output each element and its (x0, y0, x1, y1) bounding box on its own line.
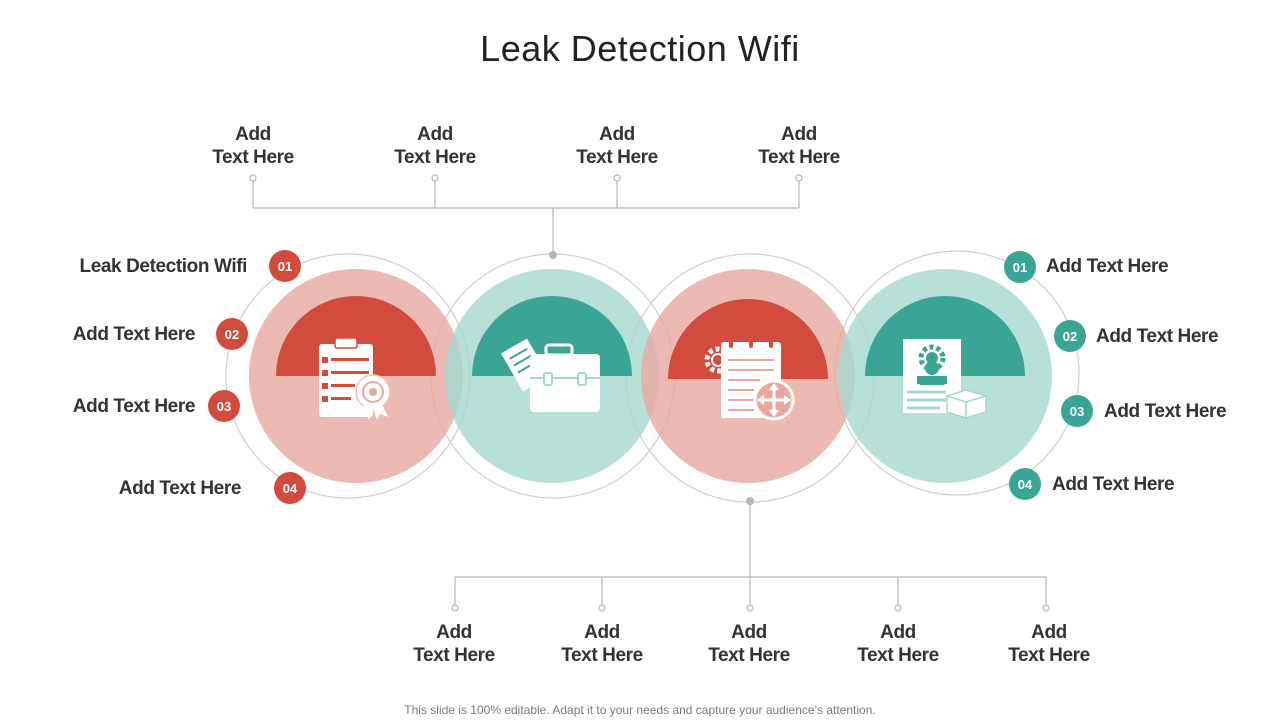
bottom-label-4-line1: Add (880, 622, 916, 643)
left-item-3-text: Add Text Here (72, 396, 196, 417)
top-label-4-line2: Text Here (758, 147, 840, 168)
right-item-4-badge: 04 (1009, 468, 1041, 500)
bottom-label-2-line2: Text Here (561, 645, 643, 666)
briefcase-documents-icon (501, 338, 600, 412)
bottom-label-2: Add Text Here (542, 621, 662, 667)
left-item-1-text: Leak Detection Wifi (79, 256, 248, 277)
right-item-1-badge: 01 (1004, 251, 1036, 283)
bottom-label-5: Add Text Here (989, 621, 1109, 667)
bottom-label-5-line2: Text Here (1008, 645, 1090, 666)
checklist-gear-arrows-icon (704, 336, 795, 421)
right-item-4-text: Add Text Here (1052, 474, 1175, 495)
left-item-4-badge: 04 (274, 472, 306, 504)
top-label-3-line2: Text Here (576, 147, 658, 168)
right-item-3-badge: 03 (1061, 395, 1093, 427)
right-item-2-badge: 02 (1054, 320, 1086, 352)
top-label-2-line1: Add (417, 124, 453, 145)
bottom-label-1: Add Text Here (394, 621, 514, 667)
left-item-4-text: Add Text Here (118, 478, 242, 499)
bottom-connector (454, 502, 1047, 606)
top-connector (252, 179, 800, 254)
bottom-label-4-line2: Text Here (857, 645, 939, 666)
top-label-4: Add Text Here (739, 123, 859, 169)
bottom-label-5-line1: Add (1031, 622, 1067, 643)
bottom-label-3-line1: Add (731, 622, 767, 643)
page-title: Leak Detection Wifi (480, 28, 800, 69)
bottom-label-1-line2: Text Here (413, 645, 495, 666)
bottom-label-3-line2: Text Here (708, 645, 790, 666)
footer-note: This slide is 100% editable. Adapt it to… (404, 703, 876, 717)
top-label-2-line2: Text Here (394, 147, 476, 168)
right-item-1-text: Add Text Here (1046, 256, 1169, 277)
top-label-1: Add Text Here (193, 123, 313, 169)
right-item-2-text: Add Text Here (1096, 326, 1219, 347)
bottom-label-1-line1: Add (436, 622, 472, 643)
bottom-label-4: Add Text Here (838, 621, 958, 667)
left-item-2-badge: 02 (216, 318, 248, 350)
top-label-1-line2: Text Here (212, 147, 294, 168)
top-label-3: Add Text Here (557, 123, 677, 169)
left-item-2-text: Add Text Here (72, 324, 196, 345)
top-label-3-line1: Add (599, 124, 635, 145)
left-item-1-badge: 01 (269, 250, 301, 282)
top-label-1-line1: Add (235, 124, 271, 145)
clipboard-target-icon (319, 337, 391, 420)
half-disc-1 (276, 296, 436, 376)
right-item-3-text: Add Text Here (1104, 401, 1227, 422)
top-label-4-line1: Add (781, 124, 817, 145)
report-gear-box-icon (903, 339, 989, 420)
bottom-label-2-line1: Add (584, 622, 620, 643)
left-item-3-badge: 03 (208, 390, 240, 422)
top-label-2: Add Text Here (375, 123, 495, 169)
bottom-label-3: Add Text Here (689, 621, 809, 667)
